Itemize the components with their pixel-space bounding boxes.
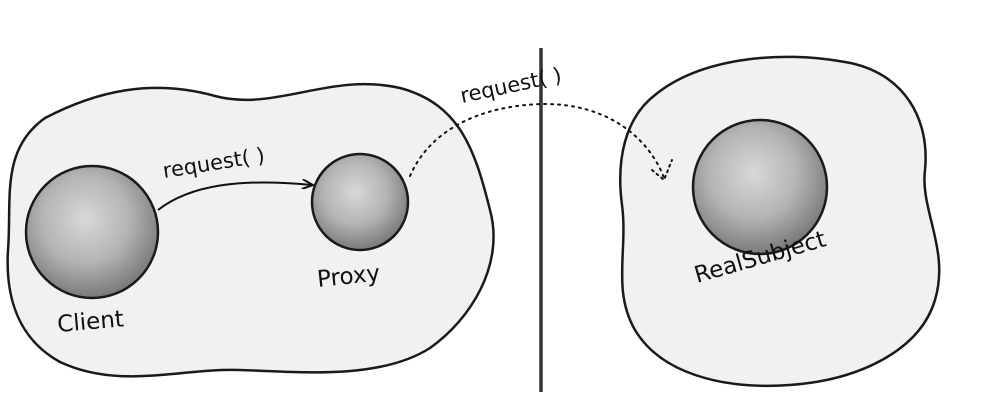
proxy-to-real-subject-dotted-arc	[409, 102, 665, 179]
client-to-proxy-arrow	[157, 182, 312, 211]
client-label: Client	[56, 306, 125, 338]
proxy-sphere	[310, 152, 410, 252]
client-sphere	[24, 164, 160, 300]
real-subject-sphere	[691, 118, 829, 256]
request-label-remote: request( )	[458, 63, 564, 108]
dotted-arrow-head	[651, 159, 673, 182]
